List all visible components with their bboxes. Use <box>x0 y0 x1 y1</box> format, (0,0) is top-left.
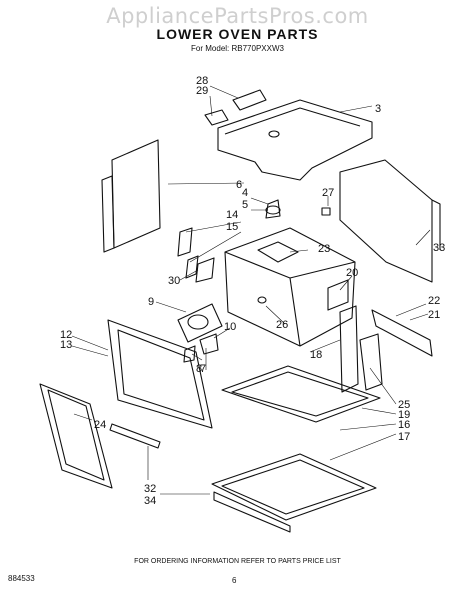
callout-34: 34 <box>144 495 156 507</box>
oven-rack <box>221 365 381 423</box>
callout-24: 24 <box>94 419 106 431</box>
bracket <box>177 227 193 257</box>
callout-12: 12 <box>60 329 72 341</box>
top-panel <box>217 99 373 181</box>
callout-14: 14 <box>226 209 238 221</box>
callout-5: 5 <box>242 199 248 211</box>
callout-18: 18 <box>310 349 322 361</box>
document-code: 884533 <box>8 574 35 583</box>
burner-part <box>265 205 281 215</box>
side-panel-right <box>339 159 433 283</box>
diagram-title: LOWER OVEN PARTS <box>156 26 319 42</box>
callout-19: 19 <box>398 409 410 421</box>
callout-23: 23 <box>318 243 330 255</box>
callout-7: 7 <box>200 363 206 375</box>
callout-33: 33 <box>433 242 445 254</box>
rail <box>371 309 433 357</box>
callout-10: 10 <box>224 321 236 333</box>
callout-25: 25 <box>398 399 410 411</box>
callout-32: 32 <box>144 483 156 495</box>
watermark: AppliancePartsPros.com <box>106 4 369 28</box>
callout-16: 16 <box>398 419 410 431</box>
page-number: 6 <box>232 576 237 585</box>
vent-part <box>232 89 267 111</box>
callout-27: 27 <box>322 187 334 199</box>
callout-22: 22 <box>428 295 440 307</box>
callout-4: 4 <box>242 187 248 199</box>
door-gasket <box>39 383 113 489</box>
trim-strip <box>213 491 291 533</box>
callout-30: 30 <box>168 275 180 287</box>
model-label: For Model: RB770PXXW3 <box>191 44 284 53</box>
ordering-info-footer: FOR ORDERING INFORMATION REFER TO PARTS … <box>134 558 341 565</box>
callout-3: 3 <box>375 103 381 115</box>
callout-6: 6 <box>236 179 242 191</box>
callout-21: 21 <box>428 309 440 321</box>
callout-9: 9 <box>148 296 154 308</box>
callout-8: 8 <box>196 363 202 375</box>
door-frame <box>107 319 213 429</box>
switch-assembly <box>177 303 223 343</box>
callout-26: 26 <box>276 319 288 331</box>
callout-29: 29 <box>196 85 208 97</box>
oven-liner <box>224 227 356 347</box>
callout-13: 13 <box>60 339 72 351</box>
callout-15: 15 <box>226 221 238 233</box>
callout-17: 17 <box>398 431 410 443</box>
side-panel-left <box>111 139 161 249</box>
callout-20: 20 <box>346 267 358 279</box>
bottom-panel <box>211 453 377 521</box>
callout-28: 28 <box>196 75 208 87</box>
